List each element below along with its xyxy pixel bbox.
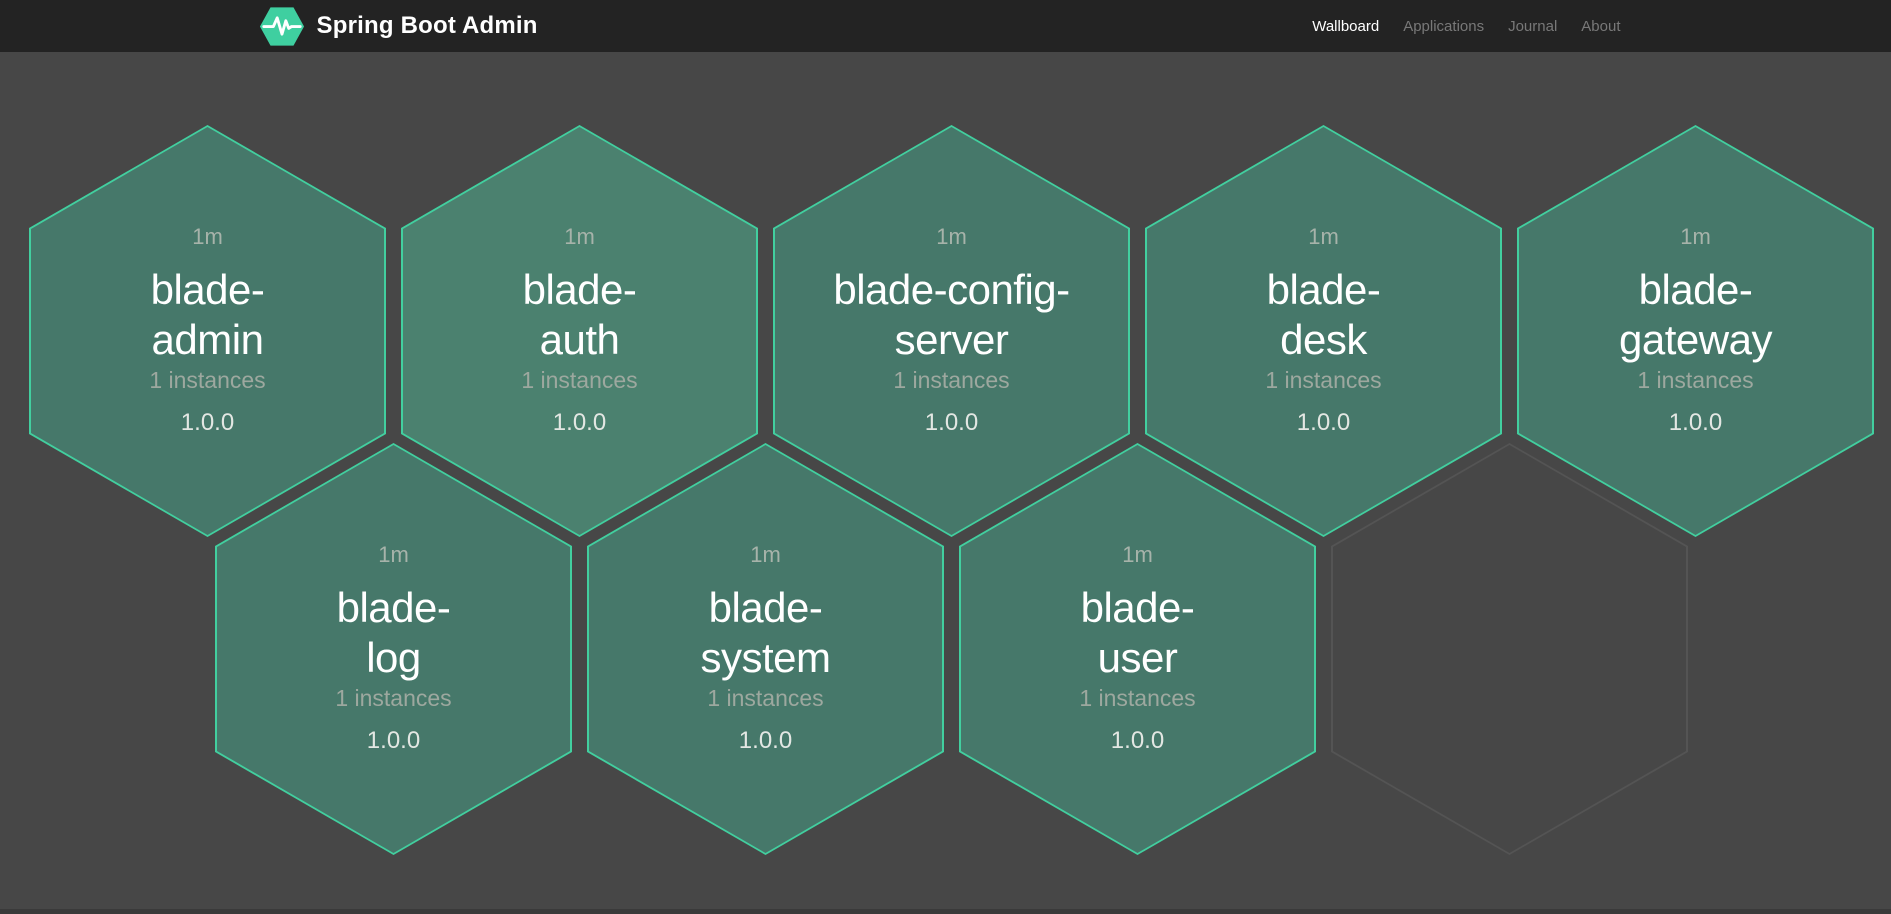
application-name-line: blade- xyxy=(522,266,637,313)
uptime-label: 1m xyxy=(192,224,223,249)
version-label: 1.0.0 xyxy=(738,727,793,754)
empty-hexagon-slot xyxy=(1331,443,1688,855)
instances-count: 1 instances xyxy=(893,367,1010,393)
application-name: blade-config-server xyxy=(833,265,1070,365)
application-name-line: blade- xyxy=(336,584,451,631)
uptime-label: 1m xyxy=(1680,224,1711,249)
version-label: 1.0.0 xyxy=(1110,727,1165,754)
application-name-line: gateway xyxy=(1619,316,1772,363)
version-label: 1.0.0 xyxy=(1296,409,1351,436)
instances-count: 1 instances xyxy=(335,685,452,711)
hexagon-fill xyxy=(1147,127,1500,535)
application-name-line: blade- xyxy=(1638,266,1753,313)
application-name-line: user xyxy=(1097,634,1178,681)
instances-count: 1 instances xyxy=(521,367,638,393)
application-name-line: server xyxy=(894,316,1009,363)
navbar-container: Spring Boot Admin Wallboard Applications J… xyxy=(259,0,1633,52)
application-name-line: auth xyxy=(539,316,620,363)
version-label: 1.0.0 xyxy=(1668,409,1723,436)
hexagon-fill xyxy=(217,445,570,853)
hexagon-fill xyxy=(1333,445,1686,853)
hexagon-fill xyxy=(1519,127,1872,535)
nav-item-about[interactable]: About xyxy=(1581,17,1621,35)
application-name: blade-user xyxy=(1081,583,1195,683)
uptime-label: 1m xyxy=(750,542,781,567)
application-name-line: blade- xyxy=(708,584,823,631)
application-name: blade-system xyxy=(700,583,831,683)
application-name-line: system xyxy=(700,634,831,681)
application-name: blade-admin xyxy=(151,265,265,365)
instances-count: 1 instances xyxy=(707,685,824,711)
nav-item-applications[interactable]: Applications xyxy=(1403,17,1485,35)
application-name-line: desk xyxy=(1280,316,1367,363)
application-name-line: blade- xyxy=(150,266,265,313)
spring-boot-admin-logo-icon xyxy=(259,6,305,47)
version-label: 1.0.0 xyxy=(552,409,607,436)
nav-item-wallboard[interactable]: Wallboard xyxy=(1312,17,1380,35)
application-name: blade-gateway xyxy=(1619,265,1772,365)
version-label: 1.0.0 xyxy=(180,409,235,436)
uptime-label: 1m xyxy=(936,224,967,249)
uptime-label: 1m xyxy=(564,224,595,249)
uptime-label: 1m xyxy=(1122,542,1153,567)
instances-count: 1 instances xyxy=(149,367,266,393)
application-name: blade-log xyxy=(337,583,451,683)
uptime-label: 1m xyxy=(378,542,409,567)
instances-count: 1 instances xyxy=(1637,367,1754,393)
version-label: 1.0.0 xyxy=(924,409,979,436)
uptime-label: 1m xyxy=(1308,224,1339,249)
bottom-edge-strip xyxy=(0,909,1891,914)
instances-count: 1 instances xyxy=(1265,367,1382,393)
application-name-line: blade- xyxy=(1080,584,1195,631)
hexagon-fill xyxy=(31,127,384,535)
version-label: 1.0.0 xyxy=(366,727,421,754)
instances-count: 1 instances xyxy=(1079,685,1196,711)
application-name-line: blade-config- xyxy=(833,266,1070,313)
application-name-line: blade- xyxy=(1266,266,1381,313)
brand[interactable]: Spring Boot Admin xyxy=(259,6,538,47)
application-name: blade-desk xyxy=(1267,265,1381,365)
application-name: blade-auth xyxy=(523,265,637,365)
application-name-line: admin xyxy=(151,316,264,363)
brand-title: Spring Boot Admin xyxy=(316,12,538,39)
application-name-line: log xyxy=(366,634,421,681)
nav-menu: Wallboard Applications Journal About xyxy=(1300,18,1632,35)
navbar: Spring Boot Admin Wallboard Applications J… xyxy=(0,0,1891,52)
nav-item-journal[interactable]: Journal xyxy=(1508,17,1558,35)
